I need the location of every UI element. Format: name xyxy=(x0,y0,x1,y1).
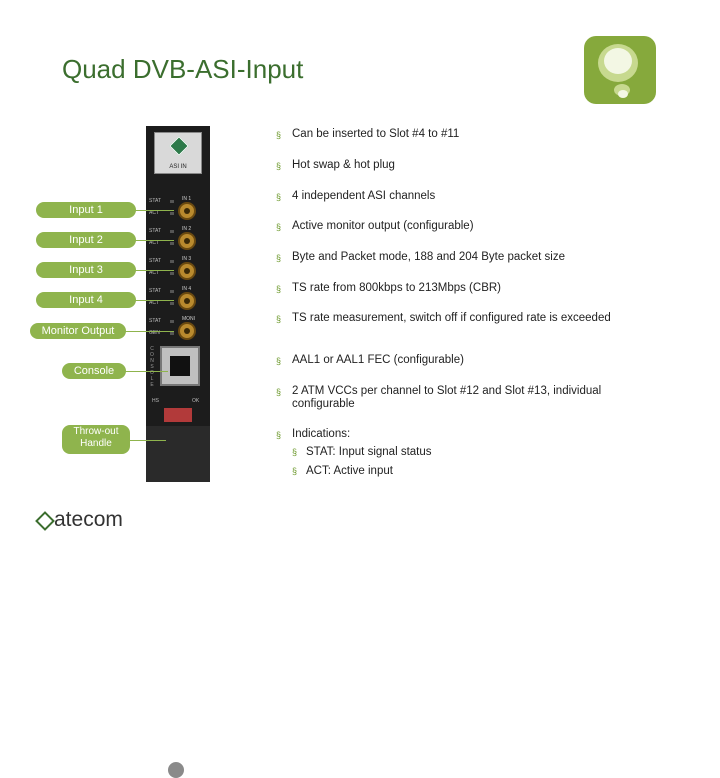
label-monitor-output: Monitor Output xyxy=(30,323,126,339)
bnc-connector-icon xyxy=(178,262,196,280)
red-latch xyxy=(164,408,192,422)
brand-name: atecom xyxy=(54,508,123,531)
label-input-1: Input 1 xyxy=(36,202,136,218)
page-title: Quad DVB-ASI-Input xyxy=(62,54,304,84)
bnc-connector-icon xyxy=(178,202,196,220)
ok-label: OK xyxy=(192,398,200,404)
diamond-logo-icon xyxy=(169,136,189,156)
bnc-connector-icon xyxy=(178,292,196,310)
label-input-4: Input 4 xyxy=(36,292,136,308)
bnc-connector-icon xyxy=(178,232,196,250)
hs-label: HS xyxy=(152,398,159,404)
atecom-diamond-icon xyxy=(35,511,55,531)
card-plate: ASI IN xyxy=(154,132,202,174)
bnc-connector-icon xyxy=(178,322,196,340)
label-input-2: Input 2 xyxy=(36,232,136,248)
label-console: Console xyxy=(62,363,126,379)
brand-logo-icon xyxy=(584,36,656,104)
rj45-port-icon xyxy=(160,346,200,386)
label-throwout-handle: Throw-out Handle xyxy=(62,425,130,454)
card-plate-label: ASI IN xyxy=(169,164,187,170)
throwout-handle xyxy=(146,426,210,778)
label-input-3: Input 3 xyxy=(36,262,136,278)
screw-icon xyxy=(168,762,184,778)
